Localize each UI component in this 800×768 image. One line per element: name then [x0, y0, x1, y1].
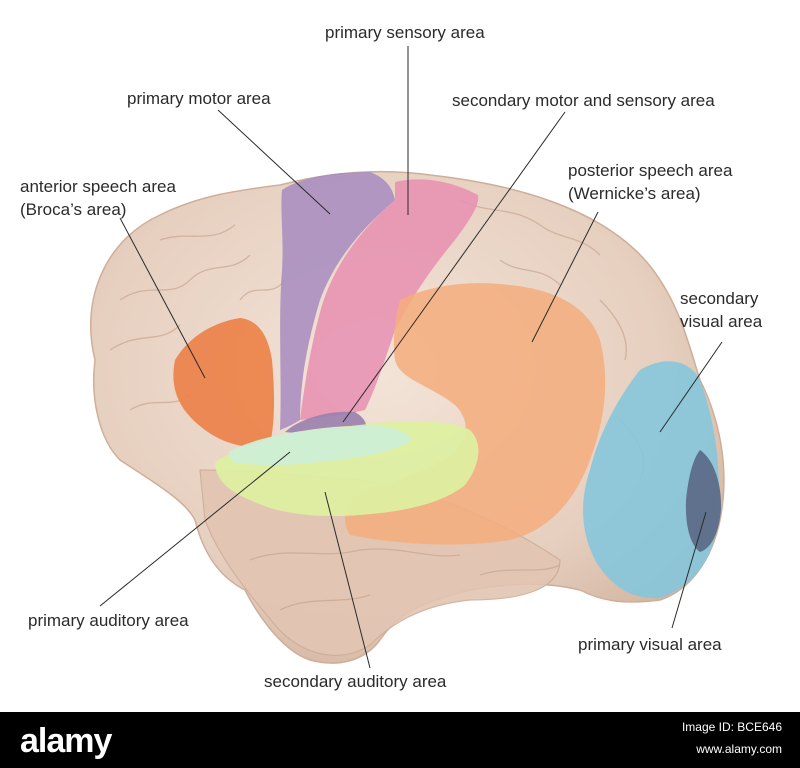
watermark-bar: alamy Image ID: BCE646 www.alamy.com — [0, 712, 800, 768]
primary-auditory-area-region — [228, 425, 412, 465]
brain-illustration — [90, 46, 725, 669]
primary-visual-area-region — [685, 450, 722, 552]
image-id: Image ID: BCE646 — [681, 720, 782, 734]
secondary-visual-area-region — [583, 361, 720, 599]
broca-area-region — [173, 318, 275, 447]
leader-lines — [99, 46, 723, 669]
label-broca-area: (Broca’s area) — [20, 200, 127, 219]
label-secondary-auditory-area: secondary auditory area — [264, 672, 447, 691]
watermark-url: www.alamy.com — [696, 742, 782, 756]
diagram-canvas: primary sensory area primary motor area … — [20, 23, 763, 691]
label-primary-sensory-area: primary sensory area — [325, 23, 485, 42]
label-primary-motor-area: primary motor area — [127, 89, 271, 108]
label-anterior-speech-area: anterior speech area — [20, 177, 176, 196]
label-primary-visual-area: primary visual area — [578, 635, 722, 654]
primary-motor-area-region — [280, 172, 395, 430]
label-secondary-visual-line2: visual area — [680, 312, 763, 331]
primary-sensory-area-region — [300, 179, 479, 420]
label-secondary-visual-line1: secondary — [680, 289, 759, 308]
label-wernicke-area: (Wernicke’s area) — [568, 184, 701, 203]
label-secondary-motor-sensory-area: secondary motor and sensory area — [452, 91, 715, 110]
label-posterior-speech-area: posterior speech area — [568, 161, 733, 180]
label-primary-auditory-area: primary auditory area — [28, 611, 189, 630]
alamy-logo: alamy — [20, 722, 112, 760]
